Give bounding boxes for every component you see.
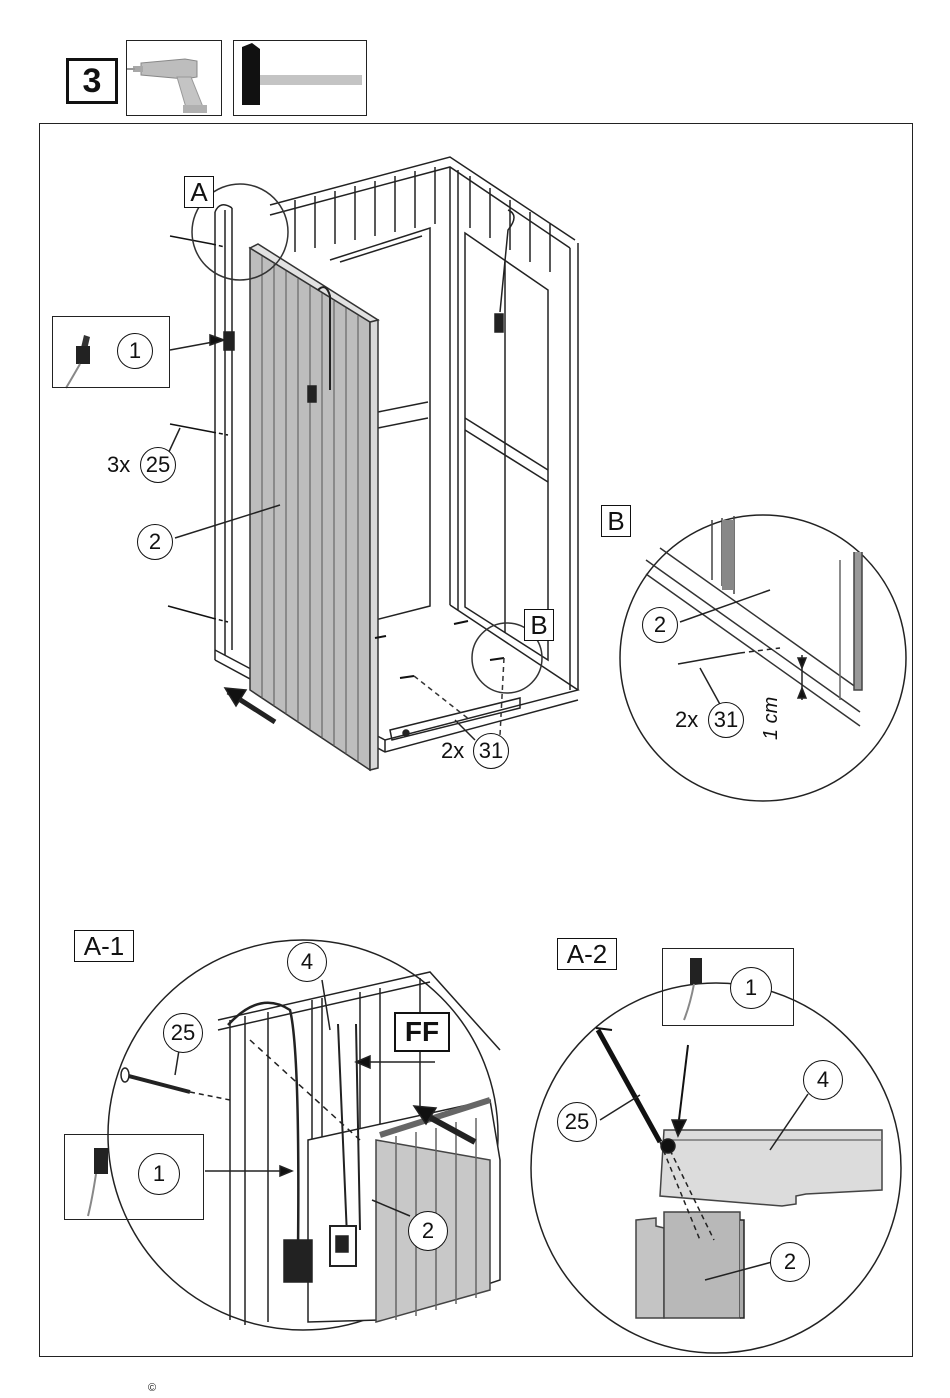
measurement-label: 1 cm	[760, 697, 783, 740]
part-callout-panel-a1: 2	[408, 1211, 448, 1251]
part-callout-screw-a1: 25	[163, 1013, 203, 1053]
detail-label-b: B	[601, 505, 631, 537]
wall-panel	[250, 244, 378, 770]
part-callout-panel: 2	[137, 524, 173, 560]
connector-part-box-a1	[64, 1134, 204, 1220]
part-callout-nail-b: 31	[708, 702, 744, 738]
copyright-mark: ©	[148, 1382, 156, 1394]
part-callout-panel-b: 2	[642, 607, 678, 643]
connector-part-box-a2	[662, 948, 794, 1026]
part-callout-beam-a1: 4	[287, 942, 327, 982]
quantity-screws: 3x	[107, 452, 130, 478]
quantity-nails-b: 2x	[675, 707, 698, 733]
detail-b-drawing	[620, 515, 906, 801]
part-callout-connector-a1: 1	[138, 1153, 180, 1195]
part-callout-connector: 1	[117, 333, 153, 369]
detail-label-a: A	[184, 176, 214, 208]
part-callout-panel-a2: 2	[770, 1242, 810, 1282]
part-callout-screw: 25	[140, 447, 176, 483]
detail-label-b-small: B	[524, 609, 554, 641]
part-callout-screw-a2: 25	[557, 1102, 597, 1142]
detail-label-a1: A-1	[74, 930, 134, 962]
ff-label: FF	[394, 1012, 450, 1052]
part-callout-nail: 31	[473, 733, 509, 769]
detail-a2-drawing	[531, 983, 901, 1353]
quantity-nails: 2x	[441, 738, 464, 764]
detail-label-a2: A-2	[557, 938, 617, 970]
part-callout-connector-a2: 1	[730, 967, 772, 1009]
part-callout-beam-a2: 4	[803, 1060, 843, 1100]
